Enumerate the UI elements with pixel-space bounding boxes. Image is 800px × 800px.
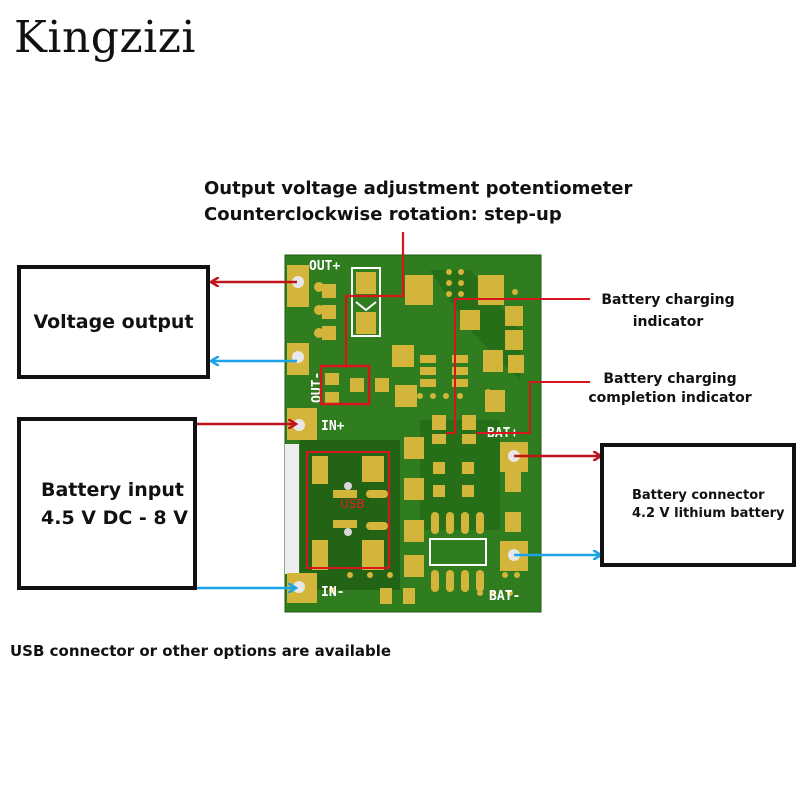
battery-connector-box: Battery connector 4.2 V lithium battery xyxy=(600,443,796,567)
silk-bat-minus: BAT- xyxy=(489,589,520,604)
voltage-output-box: Voltage output xyxy=(17,265,210,379)
potentiometer-callout-line2: Counterclockwise rotation: step-up xyxy=(204,204,562,225)
footer-note: USB connector or other options are avail… xyxy=(10,642,392,660)
brand-logo-text: Kingzizi xyxy=(14,12,196,63)
battery-connector-line2: 4.2 V lithium battery xyxy=(632,506,785,521)
silk-in-plus: IN+ xyxy=(321,419,345,434)
completion-indicator-line1: Battery charging xyxy=(603,371,737,387)
battery-input-box: Battery input 4.5 V DC - 8 V xyxy=(17,417,197,590)
completion-indicator-label: Battery charging completion indicator xyxy=(585,370,755,408)
potentiometer-callout-line1: Output voltage adjustment potentiometer xyxy=(204,178,633,199)
silk-out-plus: OUT+ xyxy=(309,259,340,274)
potentiometer-leader xyxy=(319,232,405,406)
completion-indicator-leader xyxy=(476,381,590,434)
charging-indicator-label: Battery charging indicator xyxy=(598,289,738,333)
charging-indicator-line2: indicator xyxy=(632,314,704,330)
voltage-output-label: Voltage output xyxy=(33,311,194,333)
silk-usb: USB xyxy=(340,497,365,511)
completion-indicator-line2: completion indicator xyxy=(588,390,752,406)
pad-out-minus xyxy=(287,343,309,375)
battery-input-line2: 4.5 V DC - 8 V xyxy=(41,506,188,529)
usb-outline xyxy=(306,451,390,569)
pcb-board: OUT+ OUT- IN+ IN- BAT+ BAT- USB xyxy=(284,254,542,613)
charging-indicator-leader xyxy=(446,298,590,434)
battery-connector-line1: Battery connector xyxy=(632,488,765,503)
silk-out-minus: OUT- xyxy=(310,372,325,403)
battery-input-line1: Battery input xyxy=(41,478,184,501)
charging-indicator-line1: Battery charging xyxy=(601,292,735,308)
silk-in-minus: IN- xyxy=(321,585,344,600)
potentiometer-callout: Output voltage adjustment potentiometer … xyxy=(204,176,632,228)
pad-out-plus xyxy=(287,265,309,307)
